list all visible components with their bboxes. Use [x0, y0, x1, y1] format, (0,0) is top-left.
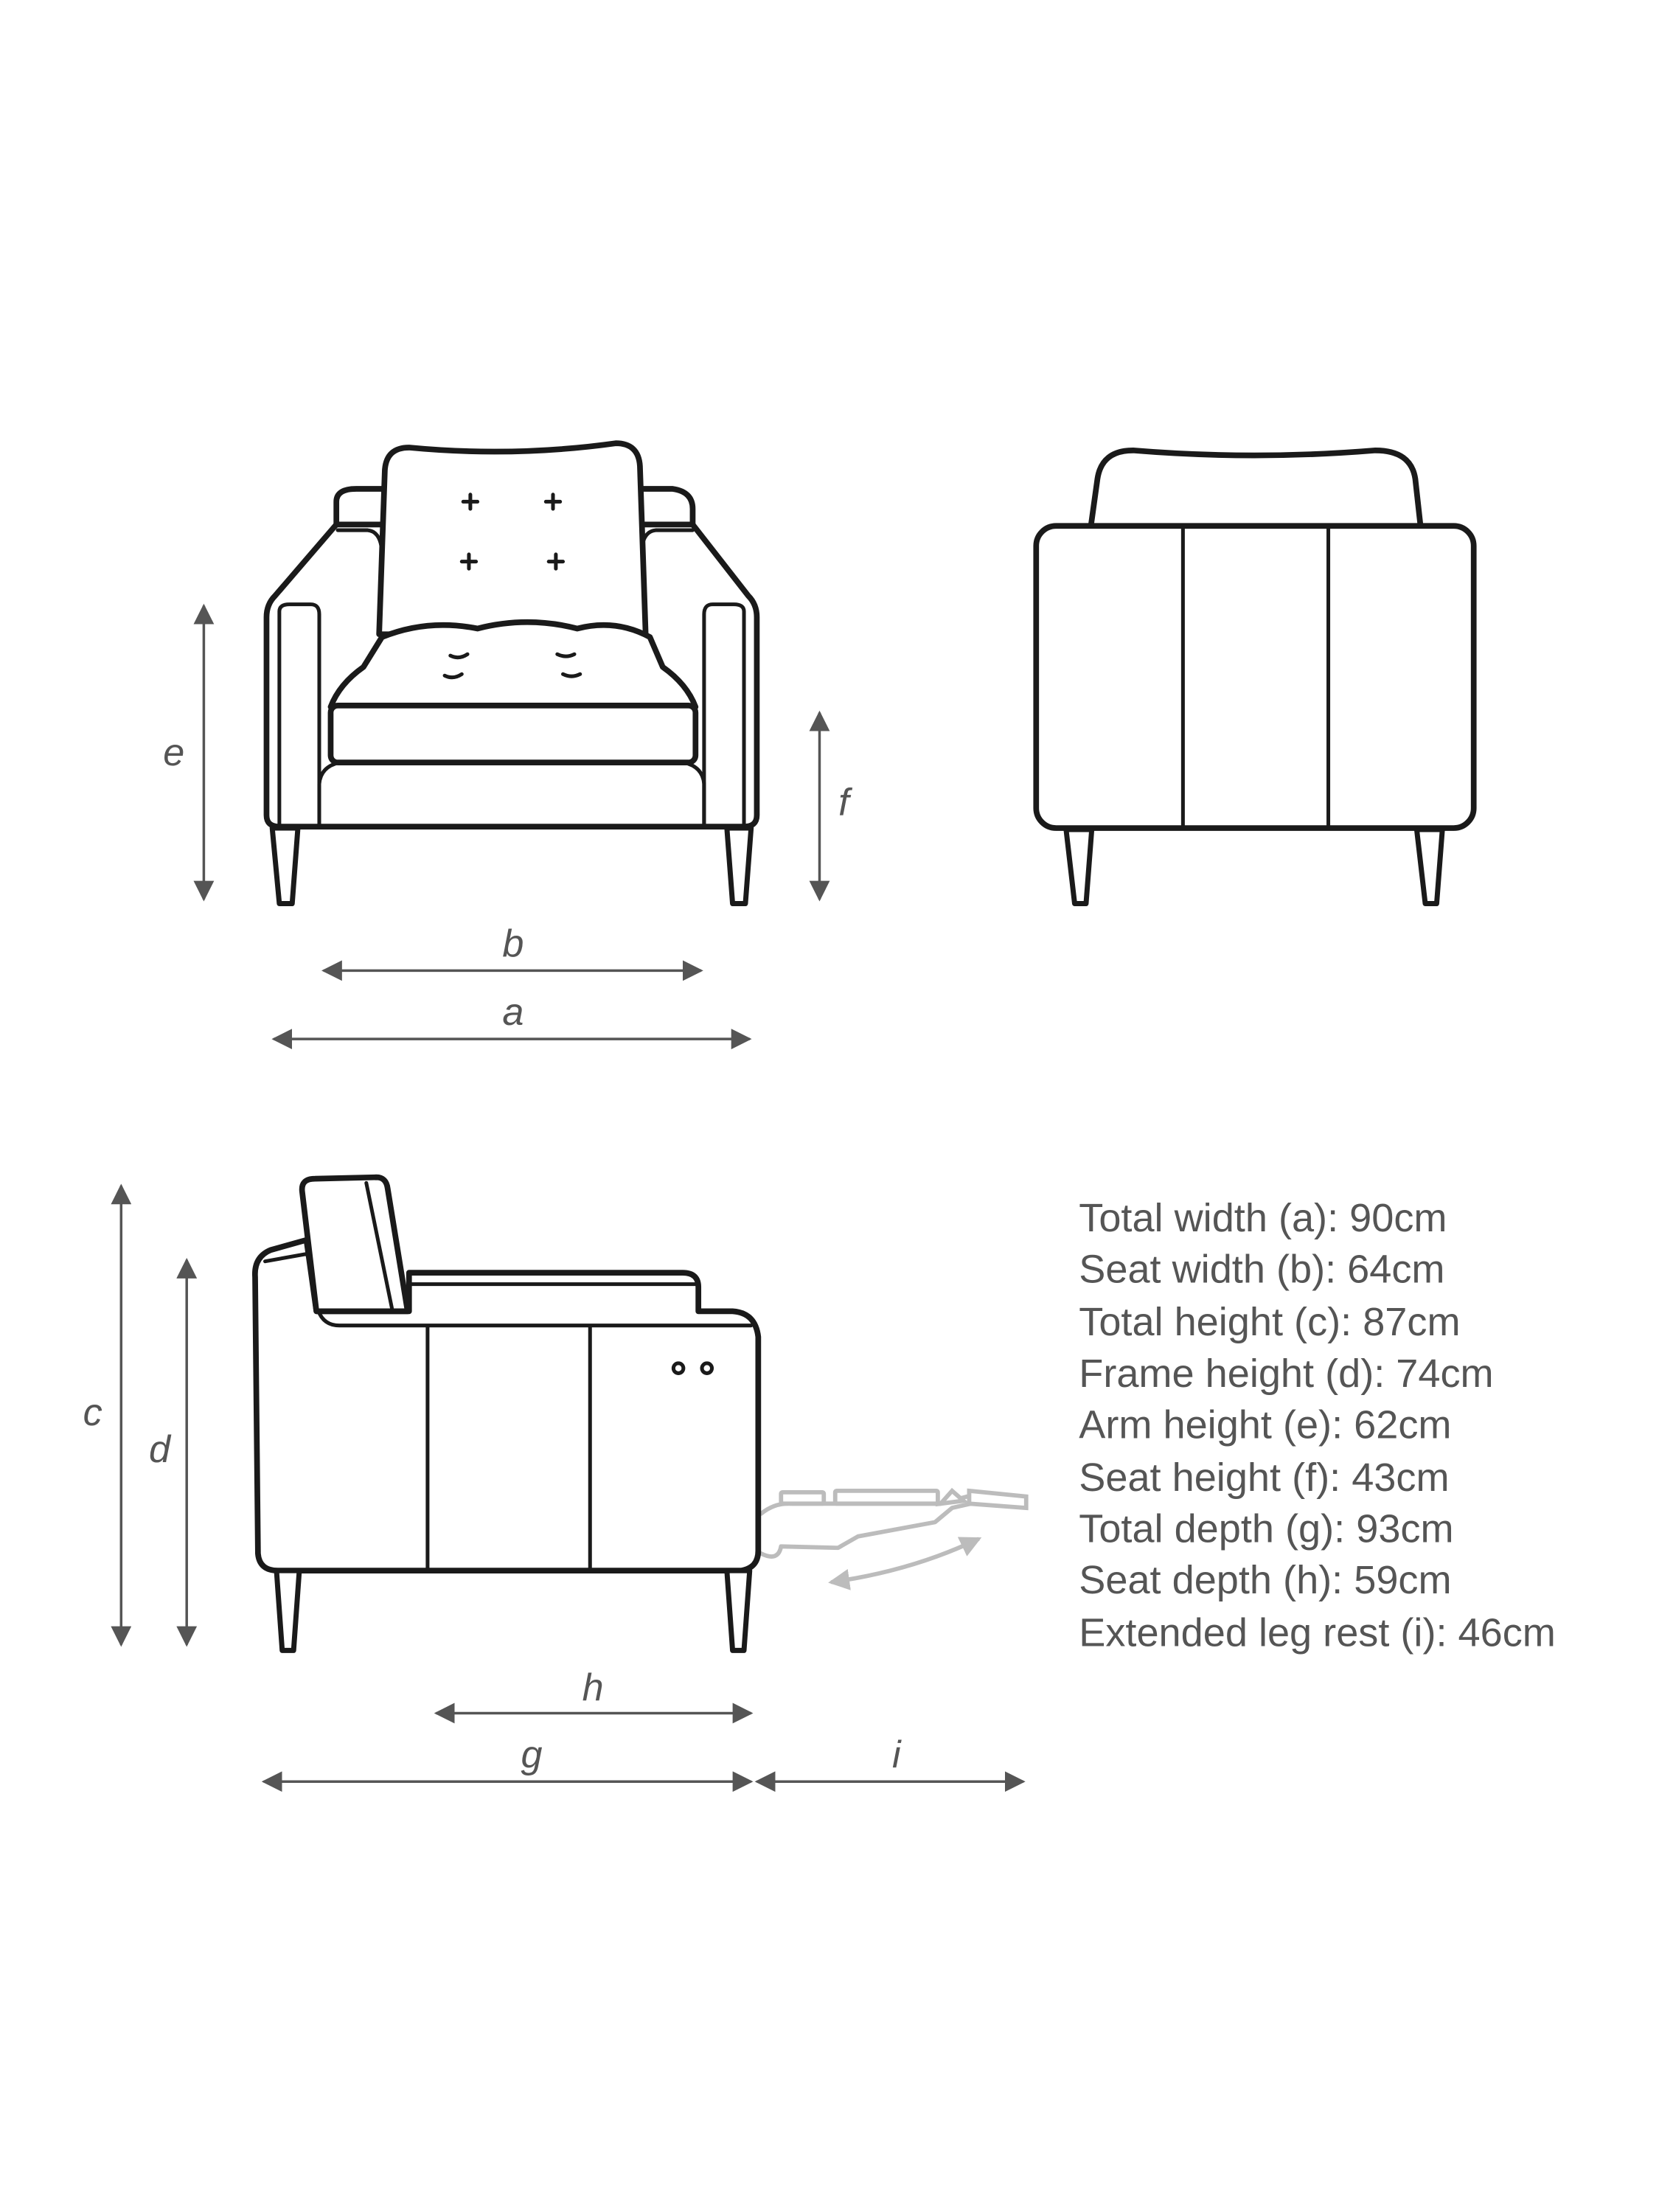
dimension-g-label: g: [521, 1733, 542, 1776]
leg-side-back: [274, 1568, 302, 1653]
dimension-c-label: c: [83, 1391, 102, 1434]
recline-button: [671, 1361, 686, 1375]
dimension-i-label: i: [892, 1733, 902, 1776]
dimension-h-label: h: [582, 1666, 604, 1709]
leg-front-left: [269, 825, 301, 906]
dimension-b-label: b: [502, 922, 524, 965]
spec-extended-leg-rest: Extended leg rest (i): 46cm: [1079, 1611, 1556, 1655]
arm-front-left: [277, 602, 321, 829]
back-body: [1033, 523, 1477, 831]
side-cushion-seam: [364, 1180, 394, 1310]
dimension-d-label: d: [149, 1428, 172, 1471]
recline-button: [700, 1361, 714, 1375]
leg-rest-extended: [759, 1487, 1029, 1590]
side-view: [252, 1174, 1029, 1653]
button-tufts: [442, 493, 582, 680]
seat-cushion-front: [327, 702, 699, 766]
seat-cushion-top: [327, 619, 699, 710]
side-body-outline: [252, 1237, 762, 1574]
dimension-f-label: f: [838, 782, 853, 824]
arm-front-right: [702, 602, 746, 829]
side-back-cushion: [299, 1174, 411, 1315]
dimension-lines: e f b a c d h g i: [83, 603, 1026, 1792]
spec-total-depth: Total depth (g): 93cm: [1079, 1506, 1453, 1551]
spec-seat-width: Seat width (b): 64cm: [1079, 1248, 1444, 1292]
back-top: [1087, 447, 1425, 533]
front-view: [263, 440, 760, 906]
back-view: [1033, 447, 1477, 906]
spec-frame-height: Frame height (d): 74cm: [1079, 1352, 1493, 1396]
arm-back-left: [333, 486, 388, 533]
leg-side-front: [724, 1568, 753, 1653]
leg-front-right: [724, 825, 754, 906]
back-cushion: [376, 440, 649, 638]
leg-back-left: [1063, 827, 1095, 906]
spec-seat-depth: Seat depth (h): 59cm: [1079, 1558, 1451, 1602]
spec-seat-height: Seat height (f): 43cm: [1079, 1455, 1449, 1500]
dimension-a-label: a: [502, 991, 524, 1034]
spec-arm-height: Arm height (e): 62cm: [1079, 1402, 1451, 1447]
spec-total-width: Total width (a): 90cm: [1079, 1196, 1447, 1240]
dimension-e-label: e: [163, 731, 184, 774]
leg-back-right: [1413, 827, 1445, 906]
specifications-list: Total width (a): 90cm Seat width (b): 64…: [1079, 1196, 1556, 1655]
motion-arrow: [828, 1537, 982, 1590]
spec-total-height: Total height (c): 87cm: [1079, 1300, 1460, 1344]
